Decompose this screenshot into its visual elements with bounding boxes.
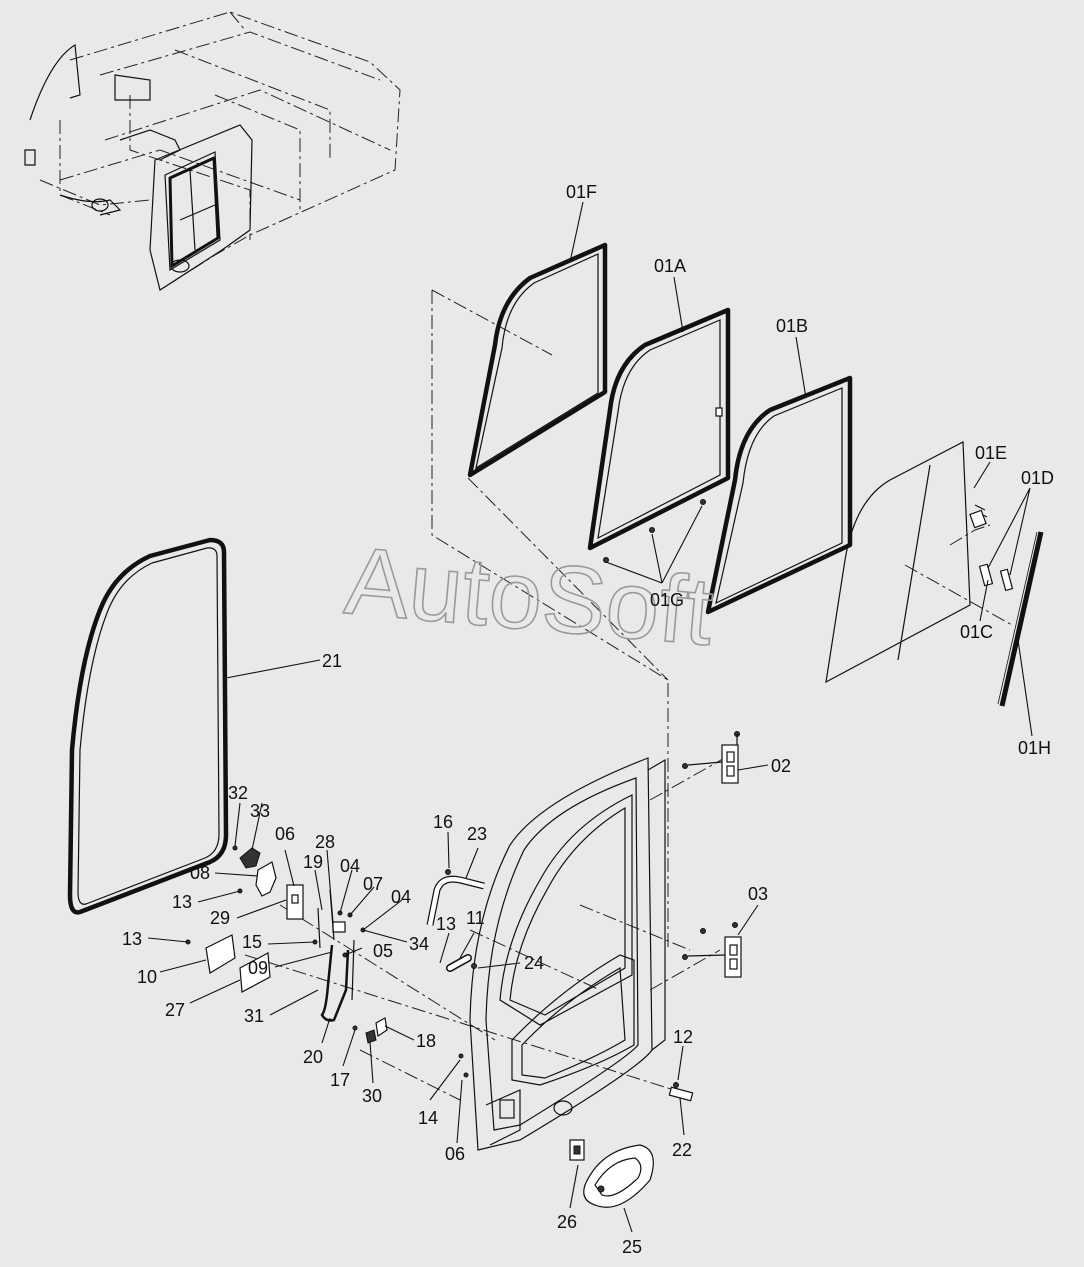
label-01g: 01G [650, 590, 684, 610]
label-33: 33 [250, 801, 270, 821]
label-18: 18 [416, 1031, 436, 1051]
label-22: 22 [672, 1140, 692, 1160]
clips-01g [603, 499, 706, 563]
label-16: 16 [433, 812, 453, 832]
label-04b: 04 [391, 887, 411, 907]
label-27: 27 [165, 1000, 185, 1020]
label-19: 19 [303, 852, 323, 872]
label-34: 34 [409, 934, 429, 954]
label-01e: 01E [975, 443, 1007, 463]
label-13c: 13 [436, 914, 456, 934]
door-frame [469, 757, 666, 1151]
label-13b: 13 [122, 929, 142, 949]
label-20: 20 [303, 1047, 323, 1067]
label-28: 28 [315, 832, 335, 852]
label-23: 23 [467, 824, 487, 844]
label-06b: 06 [445, 1144, 465, 1164]
leader-lines [147, 201, 1033, 1233]
callout-labels: 01F 01A 01B 01E 01D 01G 01C 01H 21 02 03… [122, 182, 1054, 1257]
pin-11 [446, 954, 477, 972]
label-04a: 04 [340, 856, 360, 876]
glass-01c-sliding [825, 441, 1014, 684]
label-21: 21 [322, 651, 342, 671]
label-13a: 13 [172, 892, 192, 912]
label-12: 12 [673, 1027, 693, 1047]
label-06a: 06 [275, 824, 295, 844]
label-01h: 01H [1018, 738, 1051, 758]
construction-lines [244, 289, 1013, 1101]
label-25: 25 [622, 1237, 642, 1257]
machine-overview [24, 11, 401, 291]
label-26: 26 [557, 1212, 577, 1232]
label-01c: 01C [960, 622, 993, 642]
hinge-03 [682, 922, 742, 978]
latch-parts [185, 845, 694, 1102]
label-01a: 01A [654, 256, 686, 276]
label-24: 24 [524, 953, 544, 973]
hinge-02 [682, 731, 740, 784]
label-11: 11 [466, 908, 485, 928]
label-03: 03 [748, 884, 768, 904]
label-05: 05 [373, 941, 393, 961]
label-17: 17 [330, 1070, 350, 1090]
handle-25-26 [569, 1139, 654, 1208]
label-09: 09 [248, 958, 268, 978]
label-10: 10 [137, 967, 157, 987]
label-01f: 01F [566, 182, 597, 202]
label-08: 08 [190, 863, 210, 883]
label-30: 30 [362, 1086, 382, 1106]
glass-01f [467, 242, 608, 478]
door-seal-21 [67, 537, 229, 915]
glass-01a [587, 307, 731, 551]
label-29: 29 [210, 908, 230, 928]
seal-01h [997, 531, 1044, 707]
label-07: 07 [363, 874, 383, 894]
label-15: 15 [242, 932, 262, 952]
label-32: 32 [228, 783, 248, 803]
glass-01b [705, 375, 853, 615]
label-01b: 01B [776, 316, 808, 336]
label-31: 31 [244, 1006, 264, 1026]
label-01d: 01D [1021, 468, 1054, 488]
label-14: 14 [418, 1108, 438, 1128]
handle-23 [426, 869, 485, 926]
label-02: 02 [771, 756, 791, 776]
